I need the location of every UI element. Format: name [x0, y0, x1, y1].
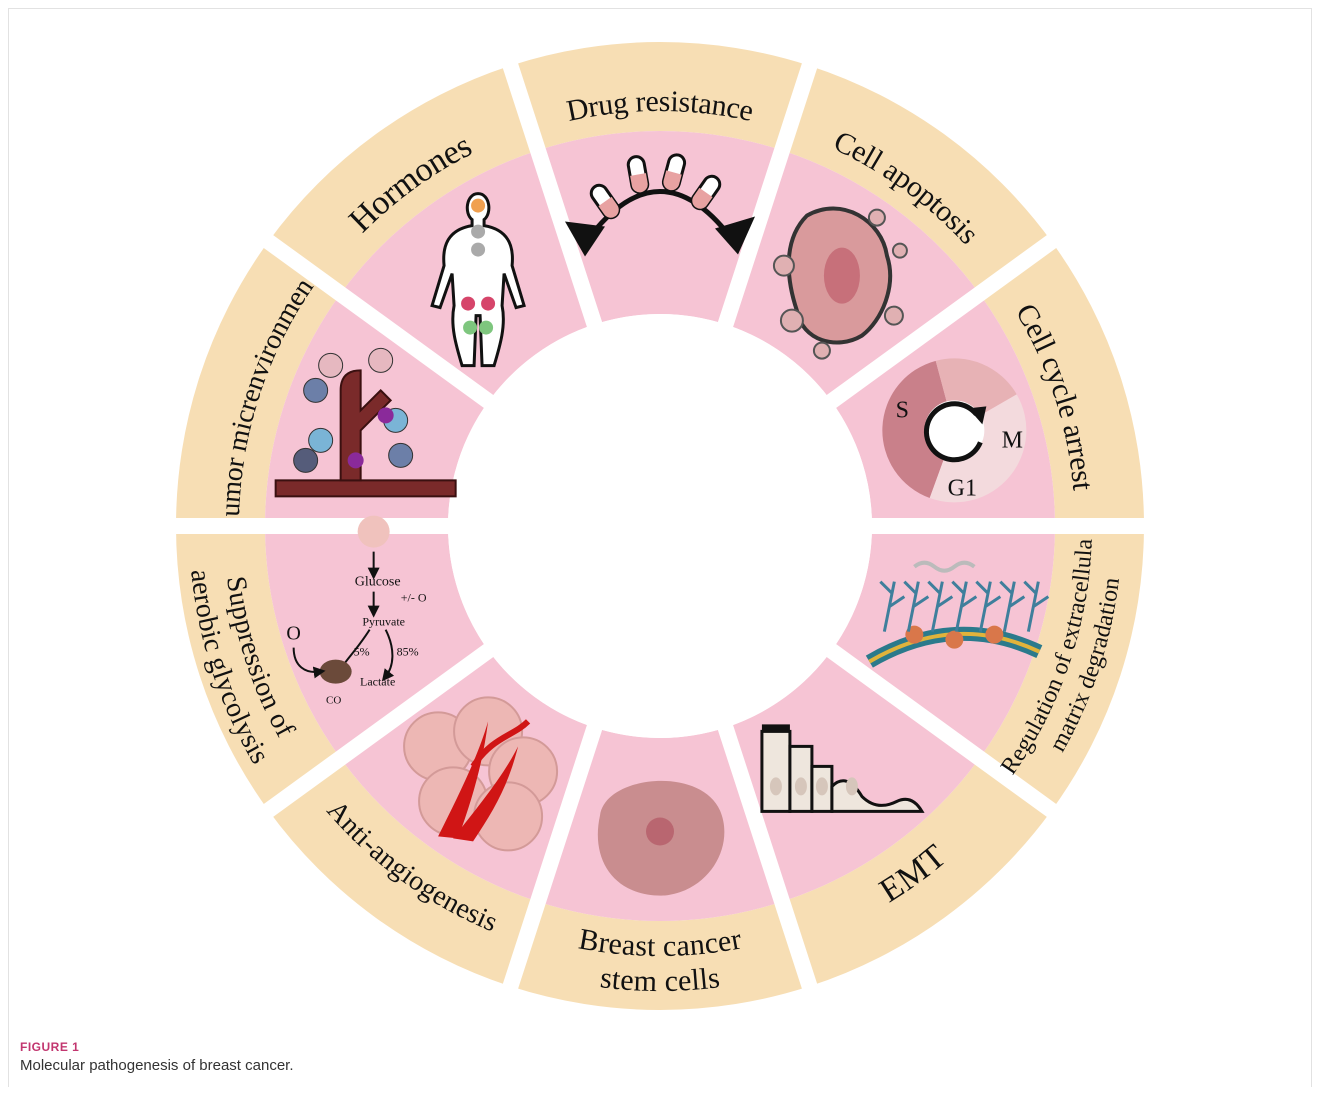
- cell-cycle-phase-label: S: [896, 397, 909, 423]
- percent-left-label: 5%: [354, 645, 370, 659]
- cell-cycle-icon: S M G1: [882, 358, 1027, 503]
- glucose-label: Glucose: [355, 575, 401, 590]
- extracellular-matrix-icon: [865, 560, 1050, 668]
- o2-label: O: [286, 623, 300, 645]
- pill-arc-icon: [565, 153, 755, 257]
- outer-band: [782, 758, 1052, 987]
- figure-frame: [8, 8, 1312, 1087]
- apoptotic-cell-icon: [772, 206, 908, 360]
- figure-caption: Molecular pathogenesis of breast cancer.: [20, 1057, 294, 1074]
- outer-band: [176, 241, 341, 526]
- outer-band: [268, 65, 538, 294]
- outer-band: [510, 901, 810, 1010]
- outer-band: [782, 65, 1052, 294]
- pyruvate-label: Pyruvate: [362, 615, 405, 629]
- wedge-separator: [501, 59, 604, 331]
- percent-right-label: 85%: [397, 645, 419, 659]
- oxygen-condition-label: +/- O: [401, 591, 427, 605]
- wedge-separator: [823, 232, 1060, 411]
- wedge-glycolysis-pathway: [176, 526, 489, 811]
- outer-band: [268, 758, 538, 987]
- wedge-pill-arc: [510, 41, 810, 325]
- segment-label-stem-cell-line2: stem cells: [599, 961, 722, 998]
- inner-band: [265, 526, 489, 759]
- wedge-separator: [716, 721, 819, 993]
- inner-band: [537, 131, 783, 325]
- angiogenesis-icon: [403, 696, 559, 852]
- human-body-icon: [430, 192, 526, 368]
- stem-cell-icon: [597, 780, 725, 896]
- wedge-separator: [716, 59, 819, 331]
- wedge-separator: [501, 721, 604, 993]
- wedge-separator: [823, 641, 1060, 820]
- tumor-vessel-icon: [274, 347, 457, 498]
- outer-band: [979, 526, 1144, 811]
- co2-label: CO: [326, 695, 341, 707]
- lactate-label: Lactate: [360, 675, 395, 689]
- cell-cycle-phase-label: M: [1002, 427, 1023, 453]
- cell-cycle-phase-label: G1: [948, 475, 977, 501]
- wedge-separator: [260, 641, 497, 820]
- outer-band: [979, 241, 1144, 526]
- outer-band: [510, 41, 810, 151]
- figure-label: FIGURE 1: [20, 1040, 80, 1054]
- center-hole: [448, 314, 872, 738]
- outer-band: [176, 526, 341, 811]
- emt-cells-icon: [760, 724, 925, 813]
- wedge-separator: [260, 232, 497, 411]
